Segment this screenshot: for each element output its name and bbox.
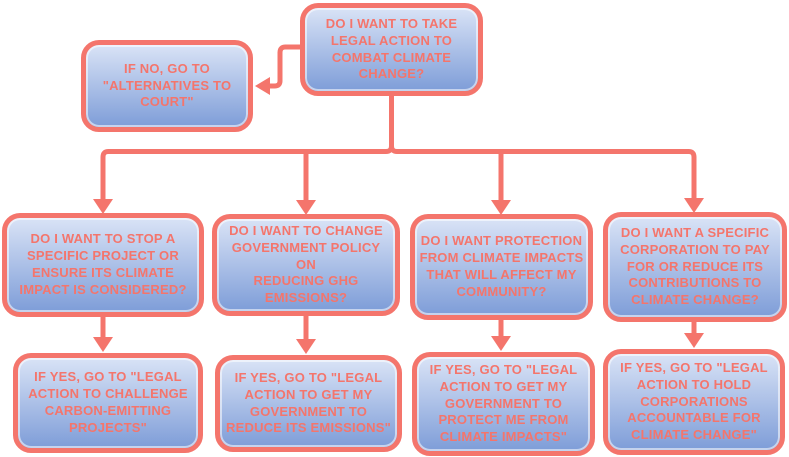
node-root-question-text: DO I WANT TO TAKE LEGAL ACTION TO COMBAT…: [325, 15, 458, 82]
arrowhead-down-icon: [296, 339, 316, 354]
node-question-change-policy: DO I WANT TO CHANGE GOVERNMENT POLICY ON…: [212, 214, 400, 316]
arrowhead-down-icon: [296, 200, 316, 215]
arrowhead-down-icon: [491, 336, 511, 351]
arrowhead-down-icon: [684, 333, 704, 348]
node-alternatives-to-court: IF NO, GO TO "ALTERNATIVES TO COURT": [81, 40, 253, 132]
arrowhead-down-icon: [93, 337, 113, 352]
connector-root-to-alternatives: [270, 44, 300, 89]
node-question-corporation: DO I WANT A SPECIFIC CORPORATION TO PAY …: [603, 212, 787, 322]
node-answer-protect-me-text: IF YES, GO TO "LEGAL ACTION TO GET MY GO…: [429, 361, 578, 445]
node-answer-challenge-projects-text: IF YES, GO TO "LEGAL ACTION TO CHALLENGE…: [28, 369, 188, 435]
node-question-stop-project: DO I WANT TO STOP A SPECIFIC PROJECT OR …: [2, 213, 204, 317]
connector-root-to-branch-right: [389, 94, 697, 201]
node-answer-reduce-emissions-text: IF YES, GO TO "LEGAL ACTION TO GET MY GO…: [226, 369, 391, 436]
node-root-question: DO I WANT TO TAKE LEGAL ACTION TO COMBAT…: [300, 3, 483, 96]
node-answer-hold-corporations: IF YES, GO TO "LEGAL ACTION TO HOLD CORP…: [603, 349, 785, 455]
node-question-protection: DO I WANT PROTECTION FROM CLIMATE IMPACT…: [410, 214, 593, 320]
node-question-corporation-text: DO I WANT A SPECIFIC CORPORATION TO PAY …: [620, 224, 770, 308]
node-answer-reduce-emissions: IF YES, GO TO "LEGAL ACTION TO GET MY GO…: [215, 355, 402, 452]
arrowhead-down-icon: [684, 198, 704, 213]
arrowhead-left-icon: [255, 77, 270, 95]
node-question-change-policy-text: DO I WANT TO CHANGE GOVERNMENT POLICY ON…: [229, 222, 383, 306]
node-answer-challenge-projects: IF YES, GO TO "LEGAL ACTION TO CHALLENGE…: [13, 353, 203, 453]
node-answer-hold-corporations-text: IF YES, GO TO "LEGAL ACTION TO HOLD CORP…: [620, 359, 768, 443]
node-answer-protect-me: IF YES, GO TO "LEGAL ACTION TO GET MY GO…: [412, 352, 595, 456]
node-alternatives-to-court-text: IF NO, GO TO "ALTERNATIVES TO COURT": [102, 60, 232, 110]
arrowhead-down-icon: [93, 199, 113, 214]
node-question-protection-text: DO I WANT PROTECTION FROM CLIMATE IMPACT…: [419, 233, 584, 299]
arrowhead-down-icon: [491, 200, 511, 215]
node-question-stop-project-text: DO I WANT TO STOP A SPECIFIC PROJECT OR …: [19, 231, 187, 297]
